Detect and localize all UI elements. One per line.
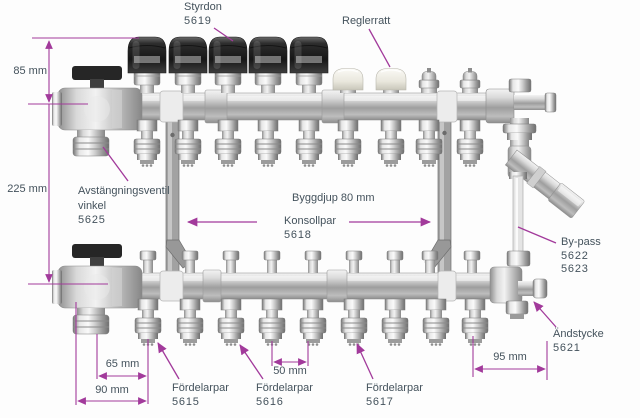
byggdjup-text: Byggdjup 80 mm xyxy=(292,192,375,204)
leader-fordelarpar-5615 xyxy=(157,342,180,380)
andstycke-code: 5621 xyxy=(553,341,581,354)
dimension-lines-bottom xyxy=(75,302,548,405)
label-dimension-65mm: 65 mm xyxy=(97,358,148,372)
dimension-85mm-text: 85 mm xyxy=(13,65,47,77)
label-fordelarpar-5616: Fördelarpar 5616 xyxy=(256,382,313,409)
label-dimension-225mm: 225 mm xyxy=(6,183,47,197)
andstycke-end-piece xyxy=(489,266,548,319)
leader-fordelarpar-5616 xyxy=(239,344,264,380)
avstangningsventil-subtitle: vinkel xyxy=(78,199,107,212)
styrdon-actuator xyxy=(248,36,288,94)
leader-andstycke xyxy=(533,301,557,328)
reglerratt-knob xyxy=(332,67,364,94)
styrdon-title: Styrdon xyxy=(184,1,222,13)
label-andstycke: Ändstycke 5621 xyxy=(553,328,604,355)
dimension-225mm-text: 225 mm xyxy=(7,183,47,195)
label-fordelarpar-5617: Fördelarpar 5617 xyxy=(366,382,423,409)
leader-bypass xyxy=(517,226,557,244)
andstycke-title: Ändstycke xyxy=(553,328,604,340)
dimension-95mm-text: 95 mm xyxy=(493,351,527,363)
valve-cap xyxy=(418,67,440,94)
fordelarpar-5616-code: 5616 xyxy=(256,395,284,408)
fordelarpar-5615-code: 5615 xyxy=(172,395,200,408)
label-avstangningsventil: Avstängningsventil vinkel 5625 xyxy=(78,184,170,228)
konsollpar-code: 5618 xyxy=(284,228,312,241)
reglerratt-knob xyxy=(375,67,407,94)
shutoff-valve-bottom xyxy=(51,243,143,335)
styrdon-code: 5619 xyxy=(184,14,212,27)
bypass-code-1: 5622 xyxy=(561,249,589,262)
styrdon-actuator xyxy=(168,36,208,94)
dimension-50mm-text: 50 mm xyxy=(273,365,307,377)
label-dimension-95mm: 95 mm xyxy=(473,351,547,365)
label-bypass: By-pass 5622 5623 xyxy=(561,236,601,277)
styrdon-actuator xyxy=(127,36,167,94)
dimension-lines-left xyxy=(28,37,139,285)
bottom-rail-stubs xyxy=(139,250,481,274)
fordelarpar-5617-title: Fördelarpar xyxy=(366,382,423,394)
styrdon-actuator xyxy=(208,36,248,94)
label-reglerratt: Reglerratt xyxy=(342,15,390,29)
label-fordelarpar-5615: Fördelarpar 5615 xyxy=(172,382,229,409)
valve-cap xyxy=(459,67,481,94)
dimension-90mm-text: 90 mm xyxy=(95,384,129,396)
bypass-title: By-pass xyxy=(561,236,601,248)
label-byggdjup: Byggdjup 80 mm xyxy=(292,192,375,206)
styrdon-actuator xyxy=(289,36,329,94)
top-loop-fittings xyxy=(133,119,484,168)
leader-avstangningsventil xyxy=(102,146,129,182)
label-dimension-85mm: 85 mm xyxy=(6,65,47,79)
annotation-lines xyxy=(28,27,557,405)
label-dimension-50mm: 50 mm xyxy=(266,365,314,379)
leader-styrdon xyxy=(213,27,234,42)
avstangningsventil-title: Avstängningsventil xyxy=(78,185,170,197)
bypass-code-2: 5623 xyxy=(561,263,589,275)
fordelarpar-5617-code: 5617 xyxy=(366,395,394,408)
fordelarpar-5615-title: Fördelarpar xyxy=(172,382,229,394)
shutoff-valve-top xyxy=(51,65,143,157)
top-manifold-rail xyxy=(95,88,515,124)
bypass-assembly xyxy=(502,78,585,267)
label-styrdon: Styrdon 5619 xyxy=(184,1,222,28)
bottom-loop-fittings xyxy=(134,298,489,347)
leader-fordelarpar-5617 xyxy=(356,343,374,380)
leader-reglerratt xyxy=(368,28,391,68)
konsollpar-title: Konsollpar xyxy=(284,215,336,227)
label-dimension-90mm: 90 mm xyxy=(76,384,148,398)
reglerratt-title: Reglerratt xyxy=(342,15,391,27)
avstangningsventil-code: 5625 xyxy=(78,214,106,226)
fordelarpar-5616-title: Fördelarpar xyxy=(256,382,313,394)
konsoll-bracket-left xyxy=(165,115,193,277)
label-konsollpar: Konsollpar 5618 xyxy=(284,215,336,242)
dimension-65mm-text: 65 mm xyxy=(105,358,140,370)
